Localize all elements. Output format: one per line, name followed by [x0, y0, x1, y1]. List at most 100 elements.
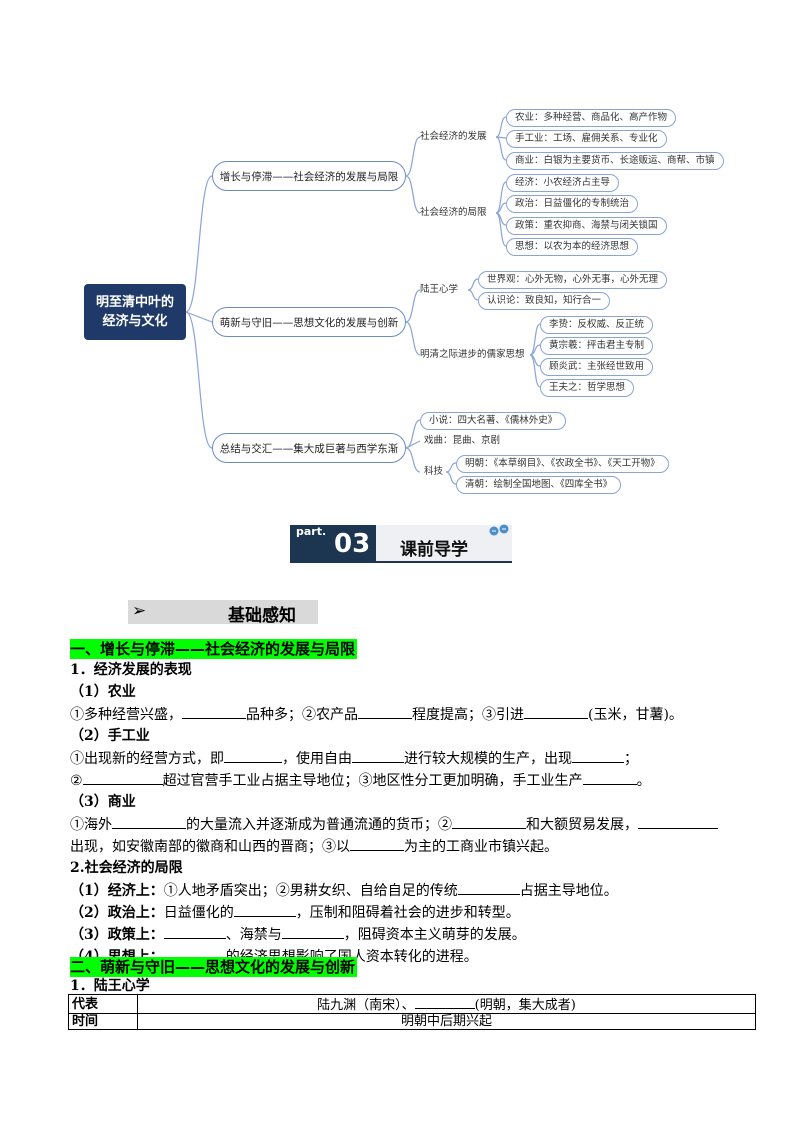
root-line-2: 经济与文化	[102, 314, 168, 329]
mind-map-connectors	[185, 116, 541, 485]
row-header-representative: 代表	[68, 994, 138, 1014]
pol-text-2: ，压制和阻碍着社会的进步和转型。	[295, 905, 520, 921]
trade1-text-3: 和大额贸易发展，	[526, 817, 638, 833]
leaf-worldview: 世界观：心外无物，心外无事，心外无理	[478, 271, 668, 289]
craft1-text-1: ①出现新的经营方式，即	[70, 751, 224, 767]
blank-10[interactable]	[452, 815, 526, 829]
trade1-text-1: ①海外	[70, 817, 112, 833]
agri-text-2: 品种多；②农产品	[246, 707, 358, 723]
branch-economy: 增长与停滞——社会经济的发展与局限	[212, 161, 406, 191]
arrow-icon: ➢	[132, 601, 147, 621]
group-economy-development: 社会经济的发展	[420, 131, 487, 142]
leaf-epistemology: 认识论：致良知，知行合一	[478, 292, 611, 310]
part-banner: part. 03 课前导学	[290, 521, 512, 567]
leaf-lizhi: 李贽：反权威、反正统	[540, 316, 654, 334]
root-line-1: 明至清中叶的	[95, 295, 174, 310]
representative-cell: 陆九渊（南宋）、 (明朝，集大成者)	[137, 994, 756, 1014]
basics-title: 基础感知	[228, 606, 296, 626]
craft-line-2: ② 超过官营手工业占据主导地位；③地区性分工更加明确，手工业生产 。	[70, 771, 651, 790]
leaf-wangfuzhi: 王夫之：哲学思想	[540, 379, 635, 397]
blank-5[interactable]	[352, 749, 404, 763]
leaf-limit-economy: 经济：小农经济占主导	[506, 174, 620, 192]
section1-sub1: 1．经济发展的表现	[70, 662, 192, 678]
trade-line-2: 出现，如安徽南部的徽商和山西的晋商；③以为主的工商业市镇兴起。	[70, 837, 558, 856]
pol-line: （2）政治上：日益僵化的 ，压制和阻碍着社会的进步和转型。	[70, 903, 520, 922]
agri-text-3: 程度提高；③引进	[412, 707, 524, 723]
section2-heading: 二、萌新与守旧——思想文化的发展与创新	[70, 957, 358, 977]
blank-2[interactable]	[358, 705, 412, 719]
leaf-novels: 小说：四大名著、《儒林外史》	[420, 412, 567, 430]
trade-title: （3）商业	[70, 794, 136, 810]
blank-12[interactable]	[350, 837, 404, 851]
part-word: part.	[296, 525, 327, 538]
table-row: 代表 陆九渊（南宋）、 (明朝，集大成者)	[68, 994, 756, 1014]
craft2-text-2: 超过官营手工业占据主导地位；③地区性分工更加明确，手工业生产	[162, 773, 583, 789]
branch-summary: 总结与交汇——集大成巨著与西学东渐	[212, 433, 406, 463]
blank-14[interactable]	[233, 903, 296, 917]
representative-text-b: (明朝，集大成者)	[474, 998, 576, 1013]
agri-text-1: ①多种经营兴盛，	[70, 707, 182, 723]
section1-heading: 一、增长与停滞——社会经济的发展与局限	[70, 639, 358, 659]
craft2-text-3: 。	[636, 773, 651, 789]
agri-line: ①多种经营兴盛，品种多；②农产品程度提高；③引进(玉米，甘薯)。	[70, 705, 683, 724]
mind-map: 明至清中叶的 经济与文化 增长与停滞——社会经济的发展与局限 萌新与守旧——思想…	[0, 0, 800, 510]
leaf-agriculture: 农业：多种经营、商品化、高产作物	[506, 109, 677, 127]
part-title: 课前导学	[400, 540, 468, 560]
craft1-text-3: 进行较大规模的生产，出现	[404, 751, 572, 767]
leaf-limit-policy: 政策：重农抑商、海禁与闭关锁国	[506, 217, 667, 235]
blank-16[interactable]	[281, 925, 344, 939]
row-header-time: 时间	[68, 1013, 138, 1030]
blank-9[interactable]	[112, 815, 186, 829]
leaf-limit-politics: 政治：日益僵化的专制统治	[506, 195, 639, 213]
section2-sub1: 1．陆王心学	[70, 978, 150, 994]
craft-line-1: ①出现新的经营方式，即，使用自由进行较大规模的生产，出现；	[70, 749, 638, 768]
blank-13[interactable]	[457, 881, 520, 895]
blank-8[interactable]	[582, 771, 637, 785]
blank-7[interactable]	[82, 771, 163, 785]
pol-label: （2）政治上：	[70, 905, 164, 921]
time-cell: 明朝中后期兴起	[137, 1013, 756, 1030]
leaf-tech-ming: 明朝：《本草纲目》、《农政全书》、《天工开物》	[456, 455, 669, 473]
leaf-tech-qing: 清朝：绘制全国地图、《四库全书》	[456, 476, 622, 494]
policy-line: （3）政策上： 、海禁与 ，阻碍资本主义萌芽的发展。	[70, 925, 526, 944]
craft2-text-1: ②	[70, 773, 83, 789]
luwang-table: 代表 陆九渊（南宋）、 (明朝，集大成者) 时间 明朝中后期兴起	[68, 994, 756, 1030]
basics-heading: ➢ 基础感知	[128, 600, 318, 626]
craft1-text-2: ，使用自由	[282, 751, 352, 767]
blank-18[interactable]	[414, 995, 475, 1009]
econ-text-2: 占据主导地位。	[519, 883, 618, 899]
group-confucian: 明清之际进步的儒家思想	[420, 349, 525, 360]
leaf-handicraft: 手工业：工场、雇佣关系、专业化	[506, 130, 667, 148]
trade-line-1: ①海外 的大量流入并逐渐成为普通流通的货币；② 和大额贸易发展，	[70, 815, 800, 834]
node-technology: 科技	[424, 466, 444, 477]
group-luwang: 陆王心学	[420, 284, 459, 295]
econ-label: （1）经济上：	[70, 883, 164, 899]
section1-sub2: 2.社会经济的局限	[70, 860, 183, 876]
trade2-text-2: 为主的工商业市镇兴起。	[404, 839, 558, 855]
mind-map-root: 明至清中叶的 经济与文化	[84, 284, 186, 340]
leaf-limit-thought: 思想：以农为本的经济思想	[506, 238, 639, 256]
policy-label: （3）政策上：	[70, 927, 164, 943]
policy-text-2: ，阻碍资本主义萌芽的发展。	[343, 927, 526, 943]
craft-title: （2）手工业	[70, 728, 150, 744]
part-title-block	[376, 525, 512, 563]
part-number-block	[290, 525, 376, 563]
blank-11[interactable]	[638, 815, 718, 829]
part-number: 03	[334, 529, 371, 559]
representative-text-a: 陆九渊（南宋）、	[317, 998, 415, 1013]
blank-6[interactable]	[572, 749, 624, 763]
trade1-text-2: 的大量流入并逐渐成为普通流通的货币；②	[186, 817, 452, 833]
node-opera: 戏曲：昆曲、京剧	[424, 435, 501, 446]
leaf-huangzongxi: 黄宗羲：抨击君主专制	[540, 337, 654, 355]
blank-3[interactable]	[524, 705, 588, 719]
blank-15[interactable]	[163, 925, 226, 939]
blank-4[interactable]	[224, 749, 282, 763]
table-row: 时间 明朝中后期兴起	[68, 1013, 756, 1030]
pol-text-1: 日益僵化的	[163, 905, 234, 921]
policy-text-1: 、海禁与	[225, 927, 282, 943]
leaf-decoration-icon	[489, 524, 509, 536]
leaf-guyanwu: 顾炎武：主张经世致用	[540, 358, 654, 376]
blank-1[interactable]	[182, 705, 246, 719]
agri-title: （1）农业	[70, 684, 136, 700]
econ-text-1: ①人地矛盾突出；②男耕女织、自给自足的传统	[163, 883, 458, 899]
